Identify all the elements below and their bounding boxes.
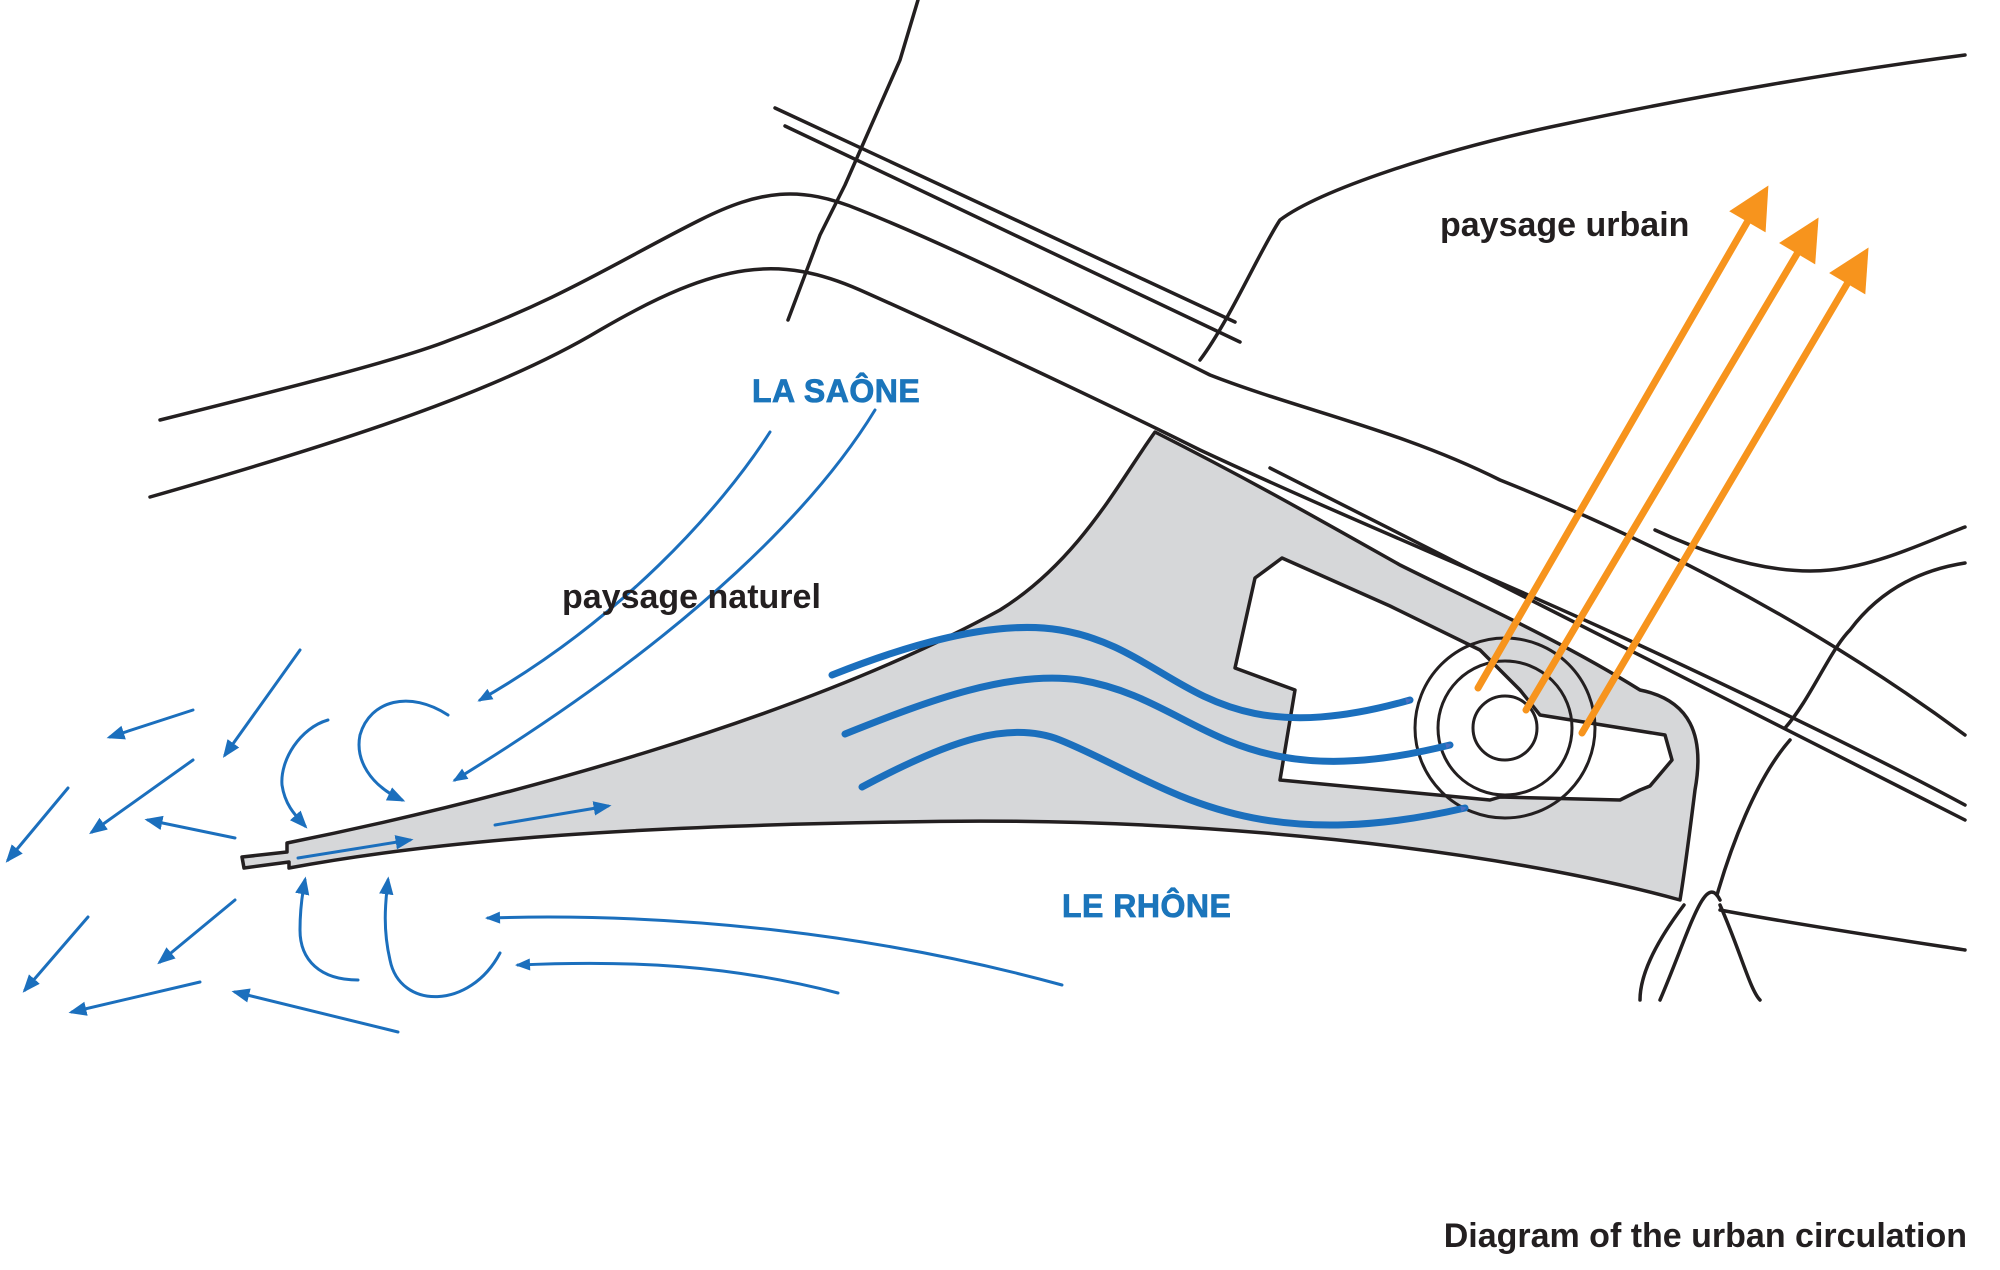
rhone-arrow-1 (485, 911, 1064, 987)
dispersal-arrow-1 (222, 648, 302, 758)
urban-view-arrows (1474, 185, 1869, 737)
swirl-arrow-1 (357, 699, 450, 802)
paysage-naturel-label: paysage naturel (562, 578, 821, 616)
dispersal-arrow-7 (157, 898, 237, 965)
dispersal-arrow-5 (5, 786, 70, 863)
dispersal-arrow-8 (68, 980, 202, 1016)
saone-label: LA SAÔNE (752, 373, 920, 409)
tip-arrow-2 (296, 835, 414, 860)
dispersal-arrow-2 (106, 708, 195, 740)
rhone-flow-arrows (485, 911, 1064, 995)
urban-arrow-3 (1578, 247, 1869, 737)
tip-arrow-1 (493, 801, 612, 827)
rhone-arrow-2 (515, 958, 840, 995)
swirl-arrow-4 (379, 876, 502, 999)
urban-arrow-2 (1522, 217, 1819, 714)
swirl-arrow-2 (280, 718, 330, 829)
dispersal-arrow-4 (144, 815, 237, 840)
dispersal-arrow-3 (89, 758, 195, 835)
swirl-arrows (280, 699, 502, 999)
building-footprint (1233, 556, 1674, 802)
site-flow-arrow-3 (858, 728, 1469, 829)
dispersal-arrows (5, 648, 400, 1034)
site-flow-arrow-2 (841, 674, 1454, 765)
saone-arrow-2 (452, 408, 877, 782)
site-flow-arrow-1 (828, 623, 1414, 722)
tip-flow-arrows (296, 801, 612, 860)
dispersal-arrow-9 (231, 988, 400, 1034)
saone-arrow-1 (477, 430, 772, 702)
rhone-label: LE RHÔNE (1062, 888, 1231, 924)
urban-arrow-1 (1474, 185, 1769, 692)
swirl-arrow-3 (295, 876, 360, 982)
paysage-urbain-label: paysage urbain (1440, 206, 1689, 244)
site-circulation-arrows (828, 623, 1469, 829)
map-linework (148, 0, 1967, 1002)
dispersal-arrow-6 (22, 915, 90, 993)
saone-flow-arrows (452, 408, 877, 782)
diagram-caption: Diagram of the urban circulation (1444, 1217, 1967, 1255)
